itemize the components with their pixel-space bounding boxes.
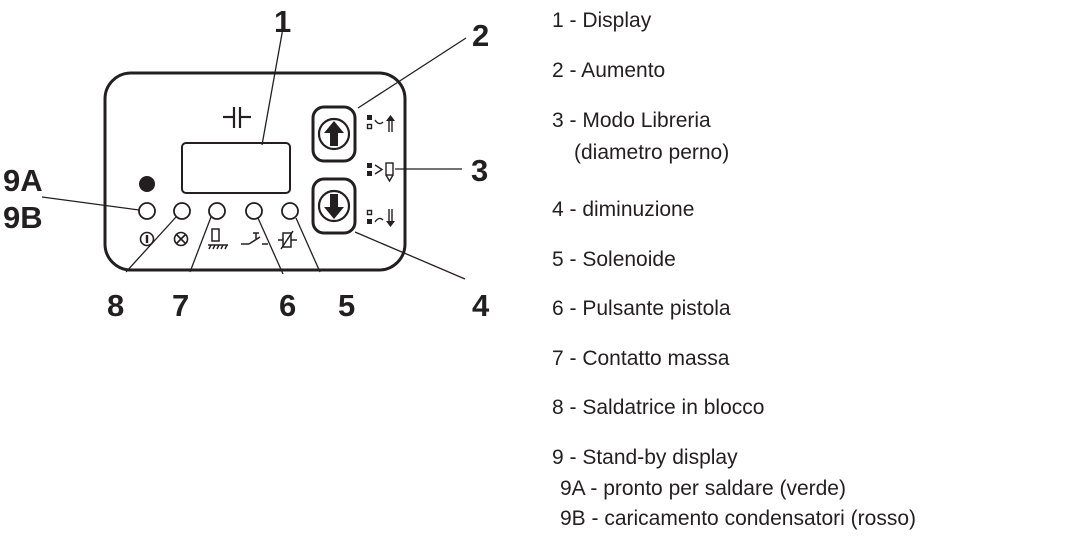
leader-9 — [41, 196, 140, 211]
legend-item-5: 5 - Solenoide — [552, 248, 676, 271]
legend: 1 - Display 2 - Aumento 3 - Modo Libreri… — [552, 0, 1072, 542]
decrease-button[interactable] — [311, 177, 357, 235]
mode-library-icon — [367, 162, 394, 183]
mode-increase-icon — [366, 115, 395, 132]
mode-decrease-icon — [366, 209, 395, 227]
increase-button[interactable] — [311, 105, 357, 163]
callout-3: 3 — [471, 153, 488, 188]
leader-1 — [261, 27, 284, 146]
capacitor-icon — [223, 107, 251, 128]
legend-item-9b: 9B - caricamento condensatori (rosso) — [560, 507, 916, 530]
leader-2 — [357, 37, 467, 109]
legend-item-8: 8 - Saldatrice in blocco — [552, 396, 765, 419]
callout-9b: 9B — [3, 200, 43, 235]
leader-7 — [189, 216, 212, 273]
gun-button-icon — [241, 232, 268, 245]
leader-6 — [257, 217, 284, 275]
legend-item-3-detail: (diametro perno) — [574, 141, 730, 164]
callout-7: 7 — [172, 288, 189, 323]
led-9a-9b — [138, 202, 156, 220]
led-6 — [245, 202, 263, 220]
leader-5 — [295, 217, 321, 273]
display-window — [181, 142, 291, 194]
led-7 — [208, 202, 226, 220]
standby-icon — [139, 231, 155, 247]
legend-item-4: 4 - diminuzione — [552, 198, 695, 221]
legend-item-3: 3 - Modo Libreria — [552, 109, 711, 132]
callout-2: 2 — [472, 18, 489, 53]
callout-1: 1 — [274, 4, 291, 39]
legend-item-9: 9 - Stand-by display — [552, 446, 738, 469]
legend-item-9a: 9A - pronto per saldare (verde) — [560, 477, 846, 500]
callout-6: 6 — [279, 288, 296, 323]
legend-item-2: 2 - Aumento — [552, 59, 666, 82]
status-led-dot — [139, 176, 155, 192]
control-panel-diagram: 1 2 3 4 5 6 7 8 9A 9B — [3, 4, 490, 323]
arrow-up-icon — [317, 117, 351, 151]
leader-8 — [125, 216, 177, 273]
legend-item-6: 6 - Pulsante pistola — [552, 297, 731, 320]
blocked-icon — [173, 231, 189, 247]
legend-item-1: 1 - Display — [552, 9, 652, 32]
solenoid-icon — [278, 230, 297, 250]
callout-8: 8 — [107, 288, 124, 323]
led-8 — [173, 202, 191, 220]
ground-contact-icon — [208, 228, 228, 250]
led-5 — [281, 202, 299, 220]
arrow-down-icon — [317, 189, 351, 223]
callout-5: 5 — [338, 288, 355, 323]
legend-item-7: 7 - Contatto massa — [552, 347, 730, 370]
callout-9a: 9A — [3, 163, 43, 198]
callout-4: 4 — [472, 288, 490, 323]
leader-4 — [354, 231, 466, 280]
control-panel — [103, 71, 407, 272]
